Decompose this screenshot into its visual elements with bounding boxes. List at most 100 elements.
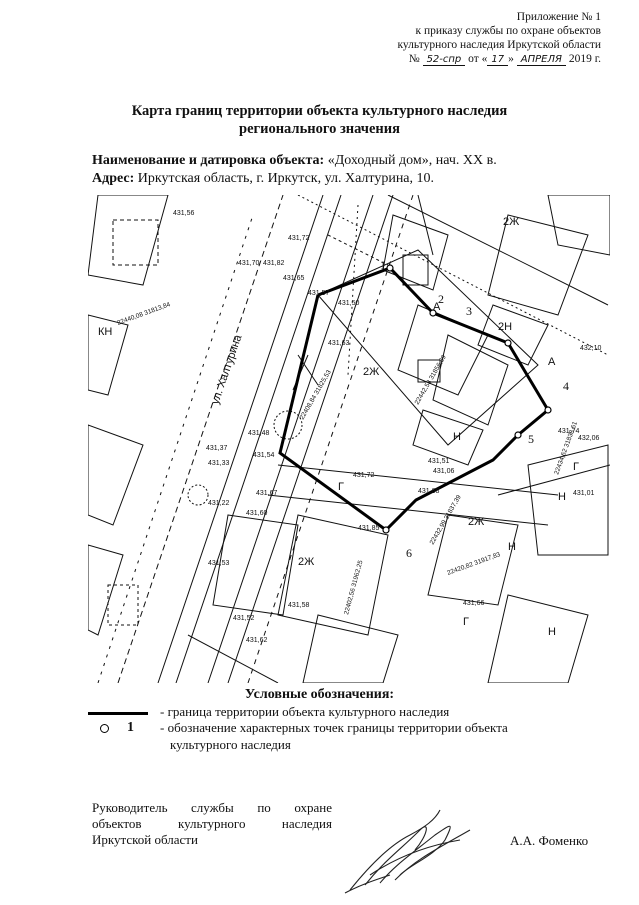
- map-elev: 432,06: [578, 435, 600, 442]
- map-elev: 431,51: [428, 458, 450, 465]
- legend-item-2-line-2: культурного наследия: [170, 737, 291, 752]
- heritage-boundary: [278, 266, 550, 532]
- date-year: 2019 г.: [568, 53, 601, 65]
- legend-line-symbol: [88, 712, 148, 715]
- object-address-value: Иркутская область, г. Иркутск, ул. Халту…: [134, 171, 435, 186]
- map-building-2zh-1: 2Ж: [363, 366, 379, 378]
- word: Руководитель: [92, 800, 168, 815]
- appendix-header: Приложение № 1 к приказу службы по охран…: [271, 10, 601, 67]
- word: наследия: [281, 816, 332, 831]
- map-building-n-4: Н: [548, 626, 556, 638]
- map-building-2zh-2: 2Ж: [503, 216, 519, 228]
- legend-item-1: - граница территории объекта культурного…: [160, 704, 450, 719]
- appendix-number-date: № 52-спр от «17» АПРЕЛЯ 2019 г.: [271, 52, 601, 67]
- map-elev: 431,58: [288, 602, 310, 609]
- map-coord: 22440,08 31813,84: [116, 301, 171, 327]
- map-elev: 431,37: [206, 445, 228, 452]
- map-building-g-1: Г: [338, 481, 344, 493]
- map-elev: 431,56: [173, 210, 195, 217]
- map-building-a-1: А: [433, 301, 441, 313]
- legend-title: Условные обозначения:: [244, 687, 395, 702]
- signatory-line-2: объектов культурного наследия: [92, 816, 332, 832]
- signatory-name: А.А. Фоменко: [510, 833, 589, 848]
- map-elev: 431,50: [338, 300, 360, 307]
- object-info: Наименование и датировка объекта: «Доход…: [92, 152, 497, 188]
- map-coord: 22432,99 31837,39: [429, 494, 463, 546]
- word: по: [257, 800, 271, 815]
- legend-point-symbol: [100, 724, 109, 733]
- map-elev: 431,70: [238, 260, 260, 267]
- map-building-g-2: Г: [573, 461, 579, 473]
- map-elev: 431,67: [256, 490, 278, 497]
- map-building-a-2: А: [548, 356, 556, 368]
- legend-point-label: 1: [127, 720, 134, 735]
- document-title: Карта границ территории объекта культурн…: [0, 102, 639, 138]
- map-point-3: 3: [466, 304, 472, 318]
- map-building-n-1: Н: [453, 431, 461, 443]
- map-elev: 431,74: [558, 428, 580, 435]
- map-elev: 431,06: [433, 468, 455, 475]
- object-address: Адрес: Иркутская область, г. Иркутск, ул…: [92, 170, 497, 188]
- word: охране: [294, 800, 332, 815]
- order-number: 52-спр: [422, 54, 466, 66]
- map-building-2zh-3: 2Ж: [298, 556, 314, 568]
- word: службы: [191, 800, 234, 815]
- map-elev: 431,66: [463, 600, 485, 607]
- object-name-label: Наименование и датировка объекта:: [92, 153, 325, 168]
- map-street-label: ул. Халтурина: [209, 333, 244, 406]
- map-point-1: 1: [380, 258, 386, 272]
- signatory-line-3: Иркутской области: [92, 832, 198, 847]
- title-line-1: Карта границ территории объекта культурн…: [131, 103, 508, 119]
- legend-item-2-line-1: - обозначение характерных точек границы …: [160, 720, 508, 735]
- appendix-line-2: к приказу службы по охране объектов: [415, 25, 602, 37]
- map-elev: 431,72: [288, 235, 310, 242]
- word: объектов: [92, 816, 142, 831]
- date-prefix: от «: [468, 53, 488, 65]
- map-elev: 431,72: [353, 472, 375, 479]
- signatory-line-1: Руководитель службы по охране: [92, 800, 332, 816]
- handwritten-signature: [344, 809, 471, 894]
- signatory-position: Руководитель службы по охране объектов к…: [92, 800, 332, 848]
- map-point-2: 2: [438, 292, 444, 306]
- map-elev: 431,68: [418, 488, 440, 495]
- map-coord: 22402,56 31962,25: [343, 559, 364, 615]
- map-point-4: 4: [563, 379, 569, 393]
- map-building-n-2: Н: [558, 491, 566, 503]
- object-name-value: «Доходный дом», нач. XX в.: [324, 153, 497, 168]
- map-elev: 432,10: [580, 345, 602, 352]
- date-month: АПРЕЛЯ: [516, 54, 566, 66]
- map-elev: 431,22: [208, 500, 230, 507]
- map-elev: 431,48: [248, 430, 270, 437]
- map-point-6: 6: [406, 546, 412, 560]
- date-mid: »: [508, 53, 514, 65]
- map-elev: 431,52: [233, 615, 255, 622]
- number-prefix: №: [408, 53, 420, 65]
- map-coord: 22420,82 31917,83: [446, 551, 501, 577]
- map-building-n-3: Н: [508, 541, 516, 553]
- map-elev: 431,01: [573, 490, 595, 497]
- map-elev: 431,62: [246, 637, 268, 644]
- map-elev: 431,60: [246, 510, 268, 517]
- map-coord: 22442,58 31856,89: [414, 354, 448, 406]
- map-coord: 22408,84 31825,53: [299, 369, 333, 421]
- map-building-g-3: Г: [463, 616, 469, 628]
- map-building-2n: 2Н: [498, 321, 512, 333]
- map-point-5: 5: [528, 432, 534, 446]
- date-day: 17: [487, 54, 509, 66]
- map-elev: 431,82: [263, 260, 285, 267]
- map-elev: 431,63: [328, 340, 350, 347]
- site-map-svg: 1 2 3 4 5 6 2Ж 2Ж 2Ж 2Ж 2Н КН Н Н Н Н Г …: [88, 195, 610, 683]
- object-address-label: Адрес:: [92, 171, 135, 186]
- map-elev: 431,85: [358, 525, 380, 532]
- appendix-line-3: культурного наследия Иркутской области: [397, 39, 602, 51]
- title-line-2: регионального значения: [239, 121, 400, 137]
- map-building-kn: КН: [98, 326, 112, 338]
- map-elev: 431,53: [208, 560, 230, 567]
- map-elev: 431,33: [208, 460, 230, 467]
- map-building-2zh-4: 2Ж: [468, 516, 484, 528]
- map-elev: 431,65: [283, 275, 305, 282]
- map-elev: 431,57: [308, 290, 330, 297]
- word: культурного: [177, 816, 246, 831]
- site-map: 1 2 3 4 5 6 2Ж 2Ж 2Ж 2Ж 2Н КН Н Н Н Н Г …: [88, 195, 610, 683]
- object-name: Наименование и датировка объекта: «Доход…: [92, 152, 497, 170]
